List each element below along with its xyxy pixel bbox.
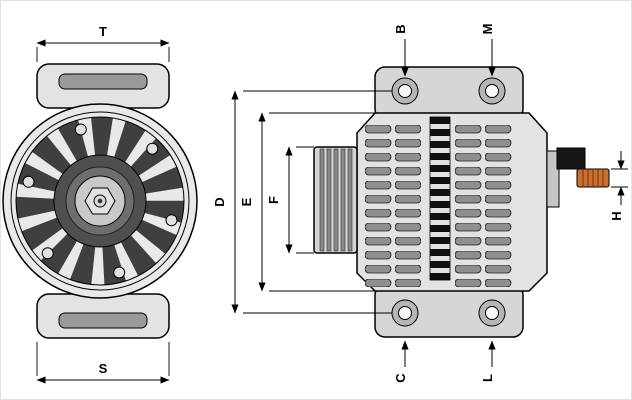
dim-E: E — [239, 112, 375, 292]
dim-label-B: B — [393, 24, 408, 33]
dim-F: F — [266, 146, 314, 254]
front-bottom-bracket-slot — [58, 312, 148, 329]
dim-label-F: F — [266, 196, 281, 204]
screw-hole — [22, 175, 35, 188]
callout-C: C — [393, 340, 409, 383]
bolt-hole-inner — [398, 306, 412, 320]
bolt-hole-C — [391, 299, 419, 327]
pulley-groove — [326, 148, 332, 252]
bolt-hole-M — [478, 77, 506, 105]
bolt-hole-inner — [485, 306, 499, 320]
dim-H: H — [609, 151, 628, 221]
dim-S: S — [36, 342, 170, 384]
front-housing-ring — [10, 111, 190, 291]
dim-label-M: M — [480, 24, 495, 35]
pulley-groove — [333, 148, 339, 252]
dim-label-S: S — [99, 361, 108, 376]
dim-label-L: L — [480, 374, 495, 382]
callout-M: M — [480, 24, 496, 77]
screw-hole — [113, 266, 126, 279]
screw-hole — [165, 214, 178, 227]
dim-D: D — [212, 90, 392, 314]
bolt-hole-inner — [485, 84, 499, 98]
fan-outer-ring — [15, 116, 185, 286]
pulley-groove — [347, 148, 353, 252]
dim-label-D: D — [212, 197, 227, 206]
pulley-groove — [340, 148, 346, 252]
output-terminal — [546, 147, 610, 208]
callout-B: B — [393, 24, 409, 77]
front-screw-holes — [22, 123, 178, 279]
bolt-hole-inner — [398, 84, 412, 98]
pulley-grooves — [319, 148, 353, 252]
vent-slots-left — [365, 125, 421, 287]
terminal-threads — [582, 170, 604, 186]
dim-T: T — [36, 24, 170, 62]
screw-hole — [41, 247, 54, 260]
vent-slots-right — [455, 125, 512, 287]
dim-label-H: H — [609, 211, 624, 220]
shaft-center-dot — [97, 198, 103, 204]
screw-hole — [74, 123, 87, 136]
terminal-mount — [546, 150, 560, 208]
callout-L: L — [480, 340, 496, 382]
bolt-hole-L — [478, 299, 506, 327]
front-top-bracket-slot — [58, 73, 148, 90]
screw-hole — [146, 142, 159, 155]
front-view — [2, 63, 198, 339]
side-view — [313, 66, 610, 338]
terminal-nut — [556, 147, 586, 170]
dim-label-T: T — [99, 24, 107, 39]
pulley-groove — [319, 148, 325, 252]
dim-label-C: C — [393, 373, 408, 383]
fan-blade-ring — [16, 117, 184, 285]
stator-stripe-band — [429, 116, 451, 281]
bolt-hole-B — [391, 77, 419, 105]
dim-label-E: E — [239, 197, 254, 206]
